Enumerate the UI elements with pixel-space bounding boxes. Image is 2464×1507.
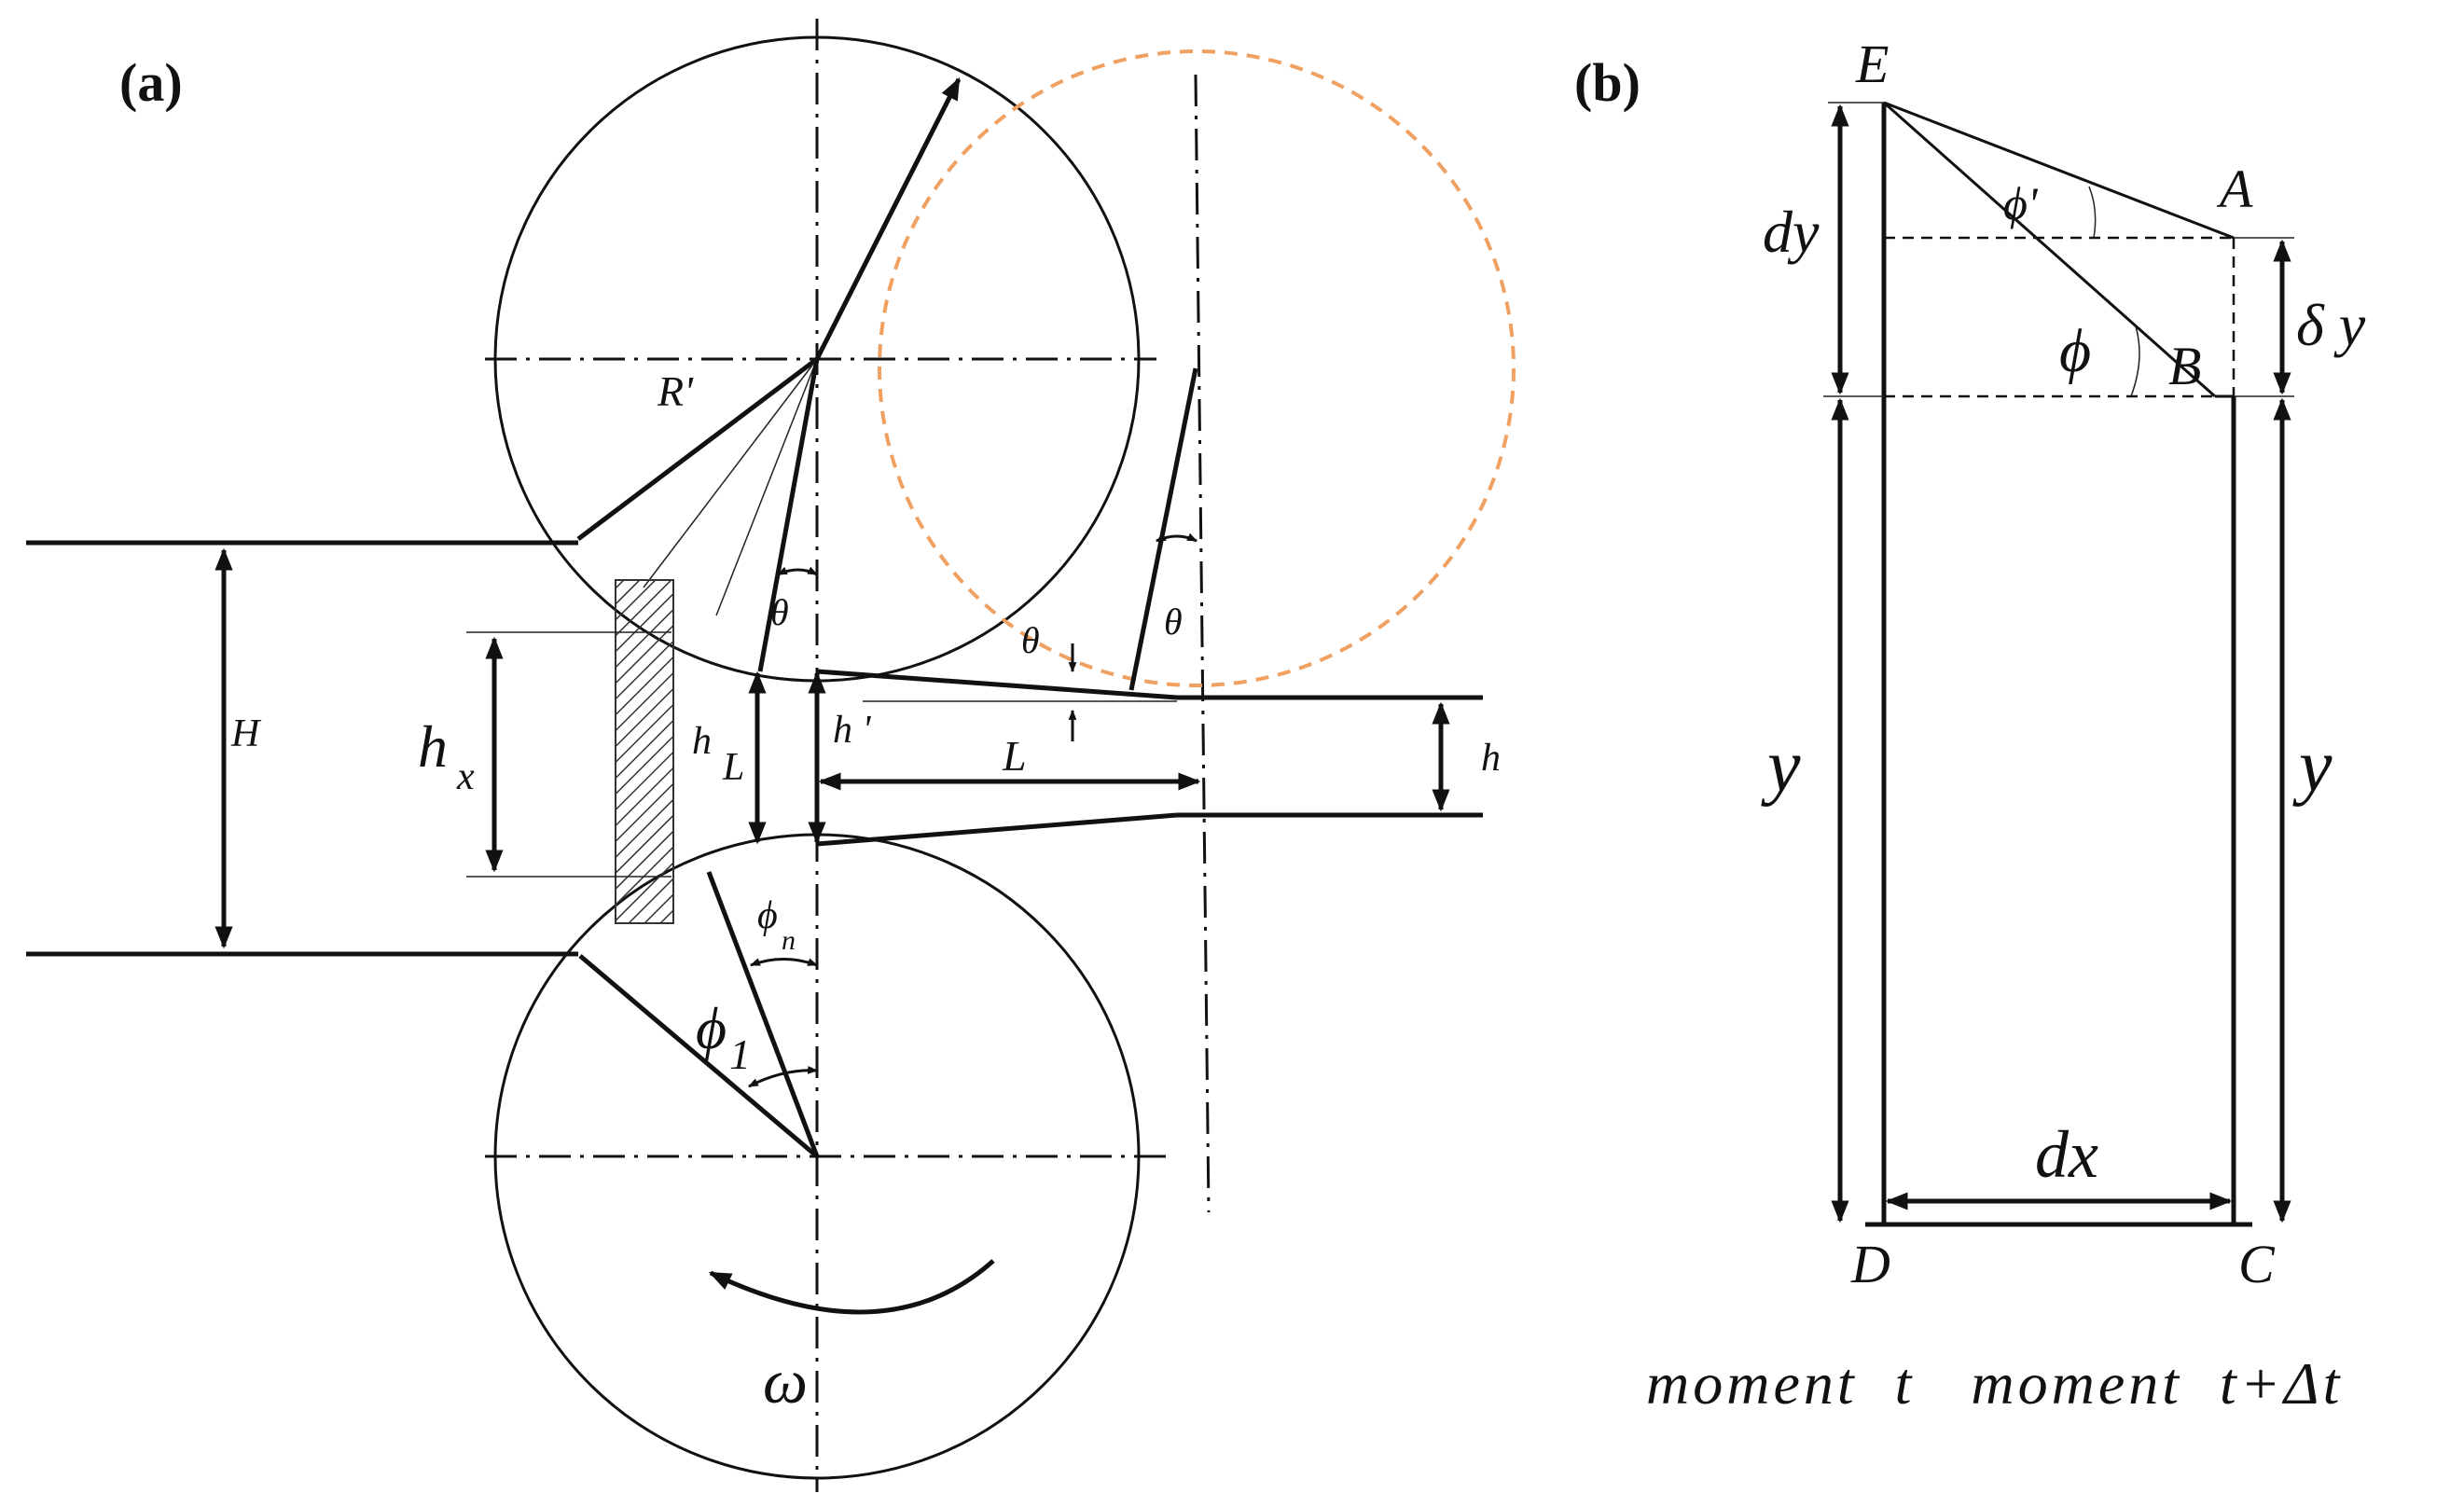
phi-n-label: ϕ	[757, 894, 778, 937]
delta-y-label: δ y	[2296, 292, 2366, 358]
deformed-roll-radius	[1128, 367, 1198, 691]
dx-label: dx	[2035, 1117, 2098, 1192]
lower-roll-radius-neutral	[706, 871, 820, 1157]
deformed-roll-dashed-circle	[878, 49, 1516, 687]
hatched-strip-element	[615, 579, 674, 924]
upper-roll-radius-thin2	[715, 358, 818, 616]
line-EA	[1883, 101, 2235, 240]
phi-1-label: ϕ	[696, 995, 727, 1061]
panel-a-label: (a)	[119, 52, 183, 113]
phi-angle-arc	[2130, 325, 2140, 397]
theta-label-3: θ	[1164, 601, 1183, 643]
L-label: L	[1002, 732, 1027, 780]
point-B-label: B	[2168, 336, 2201, 396]
exit-centerline	[1194, 74, 1211, 1213]
phi-1-arc	[748, 1066, 819, 1088]
upper-roll-radius-entry	[576, 357, 819, 541]
line-EB	[1883, 101, 2216, 398]
lower-roll-radius-entry	[578, 954, 819, 1158]
phi-prime-angle-arc	[2088, 186, 2097, 239]
hx-subscript: x	[456, 755, 475, 798]
theta-arc-deformed	[1155, 532, 1197, 543]
y-left-label: y	[1761, 726, 1801, 808]
dy-label: dy	[1763, 199, 1820, 265]
h-prime-label: h '	[833, 709, 872, 752]
theta-label-1: θ	[770, 591, 789, 633]
point-C-label: C	[2238, 1234, 2276, 1294]
hL-subscript: L	[722, 746, 744, 789]
point-E-label: E	[1855, 34, 1889, 94]
upper-roll-radius-thin1	[643, 358, 818, 588]
phi-n-subscript: n	[782, 925, 796, 956]
H-label: H	[230, 712, 262, 755]
theta-arc-upper	[776, 566, 818, 576]
hL-label: h	[692, 720, 712, 763]
strip-top-deformed	[816, 669, 1178, 700]
point-A-label: A	[2216, 159, 2253, 219]
phi-1-subscript: 1	[729, 1030, 751, 1078]
theta-label-2: θ	[1021, 619, 1040, 661]
R-prime-label: R'	[657, 367, 694, 415]
hx-label: h	[418, 713, 448, 780]
h-label: h	[1481, 737, 1501, 780]
phi-n-arc	[749, 958, 819, 967]
moment-caption: moment t moment t+Δt	[1646, 1350, 2343, 1417]
y-right-label: y	[2292, 726, 2332, 808]
omega-label: ω	[763, 1346, 808, 1417]
upper-roll-radius-neutral	[757, 358, 820, 672]
panel-b: (b) E A B C D dy δ y ϕ ϕ'	[1574, 34, 2366, 1417]
phi-prime-label: ϕ'	[2003, 177, 2039, 229]
panel-b-label: (b)	[1574, 52, 1640, 113]
rotation-arrow	[708, 1259, 995, 1315]
radius-arrow	[814, 76, 962, 361]
point-D-label: D	[1850, 1234, 1890, 1294]
panel-a: (a)	[26, 19, 1516, 1492]
strip-bottom-deformed	[816, 812, 1178, 847]
phi-label: ϕ	[2059, 317, 2091, 385]
